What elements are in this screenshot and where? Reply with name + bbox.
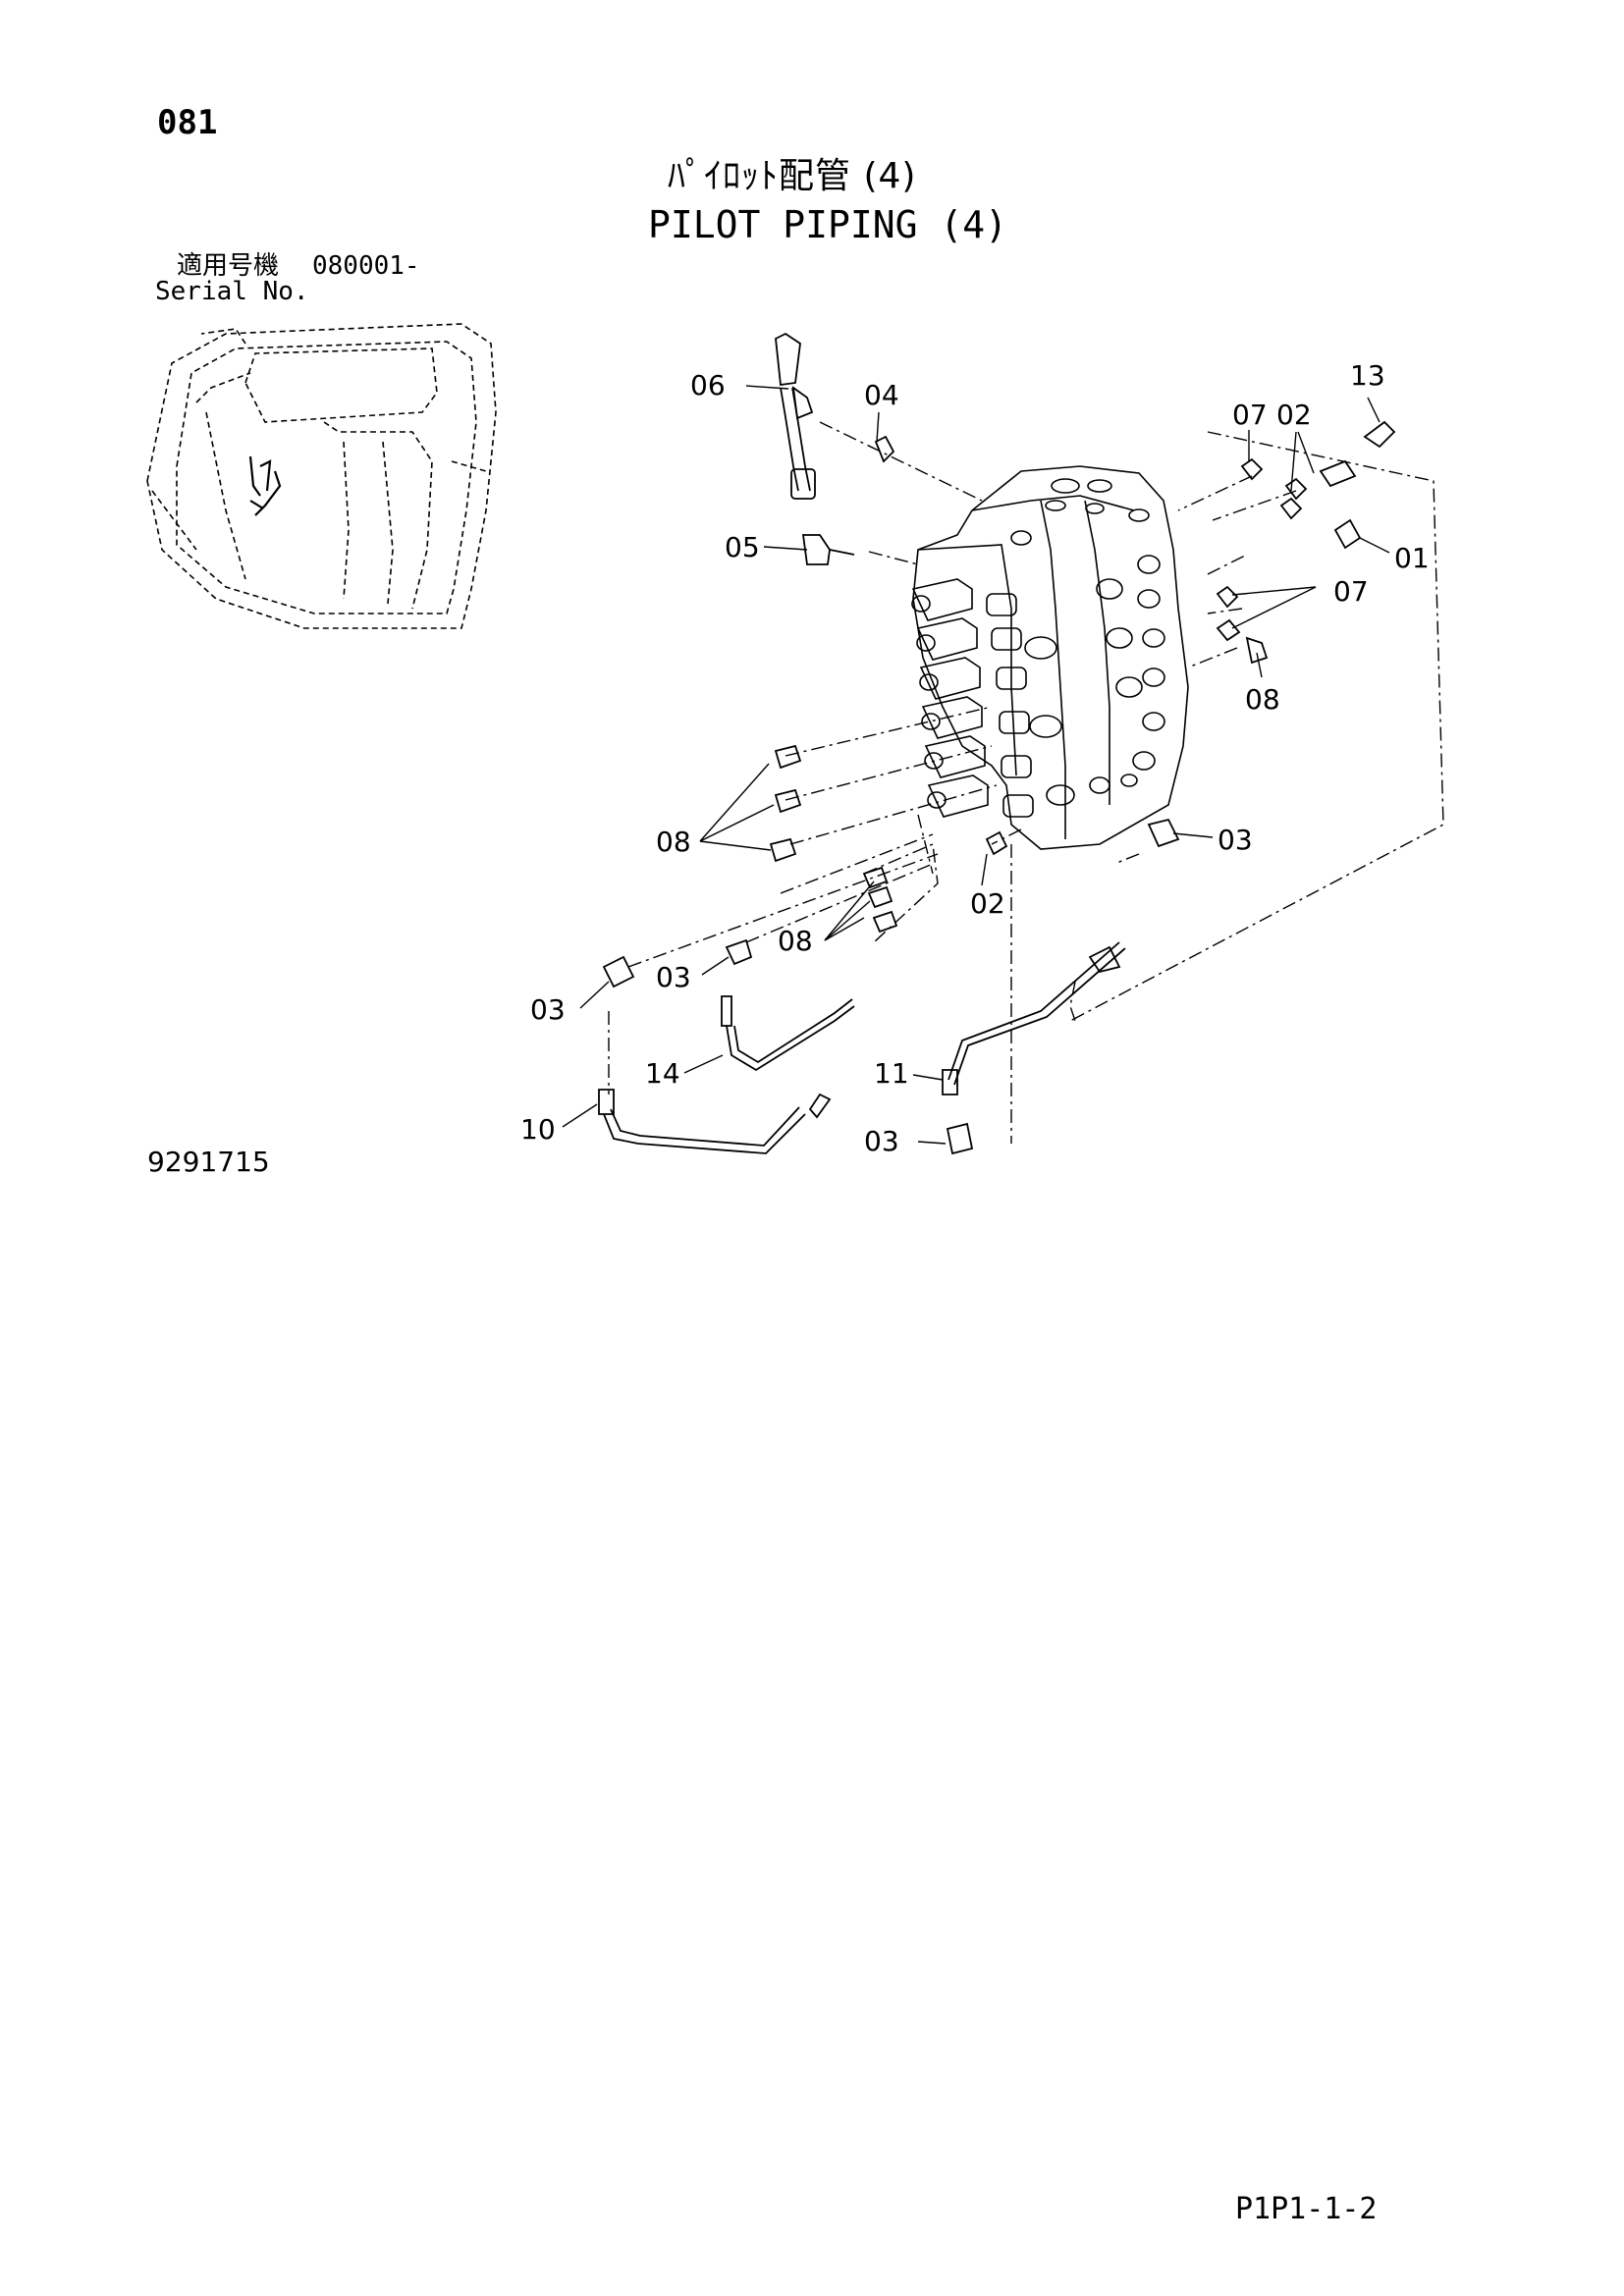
title-english: PILOT PIPING (4) — [648, 203, 1008, 246]
serial-number-value: 080001- — [312, 251, 420, 281]
callout-03-mid: 03 — [656, 961, 691, 993]
page-number: 081 — [157, 103, 218, 142]
serial-label-japanese: 適用号機 — [177, 251, 280, 281]
fittings-and-pipes — [598, 332, 1396, 1155]
operator-controls-highlight — [248, 455, 282, 516]
cab-locator-illustration — [146, 323, 497, 629]
callout-08-right: 08 — [1245, 683, 1280, 716]
callout-14: 14 — [645, 1057, 680, 1090]
callout-10: 10 — [520, 1113, 556, 1146]
callout-08-left: 08 — [656, 826, 691, 858]
callout-11: 11 — [874, 1057, 909, 1090]
callout-07-right: 07 — [1333, 575, 1369, 608]
callout-05: 05 — [725, 531, 760, 563]
callout-04: 04 — [864, 379, 899, 411]
title-japanese: ﾊﾟｲﾛｯﾄ配管 (4) — [668, 156, 917, 196]
spool-caps-left — [911, 578, 989, 818]
callout-03-left: 03 — [530, 993, 566, 1026]
callout-02-center: 02 — [970, 887, 1005, 920]
callout-03-bottom: 03 — [864, 1125, 899, 1157]
callout-03-right: 03 — [1218, 824, 1253, 856]
drawing-number: 9291715 — [147, 1146, 270, 1178]
control-valve-body — [912, 465, 1189, 850]
serial-label-english: Serial No. — [155, 277, 309, 306]
callout-02-top: 02 — [1276, 399, 1312, 431]
callout-08-center: 08 — [778, 925, 813, 957]
callout-13: 13 — [1350, 359, 1385, 392]
callout-07-top: 07 — [1232, 399, 1268, 431]
page-code: P1P1-1-2 — [1235, 2192, 1378, 2226]
callout-01: 01 — [1394, 542, 1430, 574]
callout-06: 06 — [690, 369, 726, 401]
connection-leader-lines — [608, 421, 1444, 1144]
callout-arrows — [562, 385, 1390, 1145]
